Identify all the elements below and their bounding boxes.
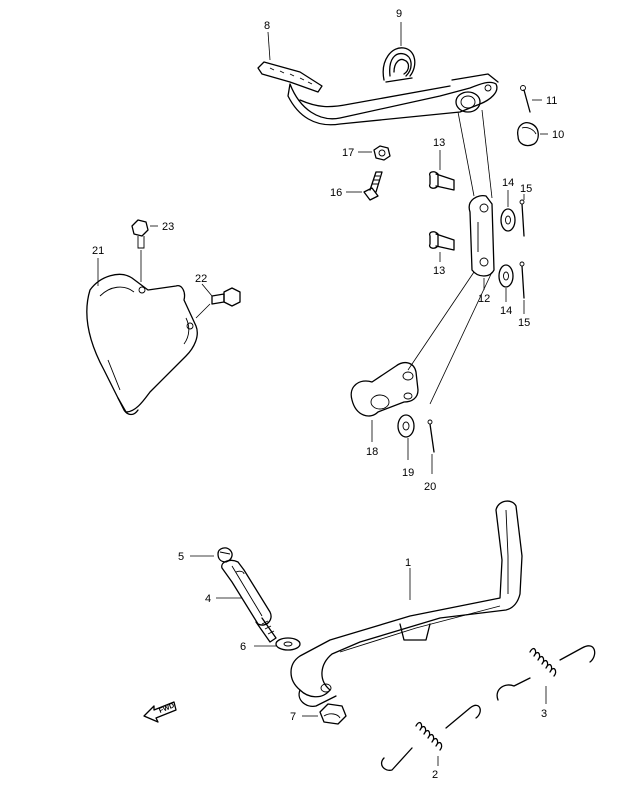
callout-7: 7 (290, 711, 296, 723)
part-6-washer (275, 637, 301, 651)
callout-9: 9 (396, 8, 402, 20)
callout-15-upper: 15 (520, 183, 532, 195)
callout-20: 20 (424, 481, 436, 493)
callout-5: 5 (178, 551, 184, 563)
callout-17: 17 (342, 147, 354, 159)
part-15-cotter-pin-lower (519, 261, 525, 299)
part-14-washer-upper (500, 208, 516, 232)
part-18-lever (350, 361, 419, 417)
callout-6: 6 (240, 641, 246, 653)
callout-10: 10 (552, 129, 564, 141)
part-7-nut (319, 703, 347, 725)
part-11-cotter-pin (520, 85, 531, 113)
callout-4: 4 (205, 593, 211, 605)
part-13-pin-lower (428, 231, 455, 251)
callout-2: 2 (432, 769, 438, 781)
brake-pedal-arm (287, 73, 499, 126)
part-1-side-stand (290, 500, 523, 707)
part-8-brake-pedal-tip (257, 61, 323, 93)
part-15-cotter-pin-upper (519, 199, 525, 237)
callout-13-lower: 13 (433, 265, 445, 277)
part-20-cotter-pin (427, 419, 435, 453)
callout-22: 22 (195, 273, 207, 285)
part-14-washer-lower (498, 264, 514, 288)
part-16-bolt (363, 171, 383, 201)
part-13-pin-upper (428, 171, 455, 191)
callout-14-upper: 14 (502, 177, 514, 189)
callout-13-upper: 13 (433, 137, 445, 149)
callout-11: 11 (546, 95, 557, 107)
part-9-spring (382, 47, 416, 83)
part-17-nut (373, 145, 391, 161)
callout-18: 18 (366, 446, 378, 458)
callout-23: 23 (162, 221, 174, 233)
part-3-spring (496, 645, 596, 701)
callout-19: 19 (402, 467, 414, 479)
assembly-guide-lines (407, 109, 493, 405)
callout-12: 12 (478, 293, 490, 305)
callout-14-lower: 14 (500, 305, 512, 317)
callout-8: 8 (264, 20, 270, 32)
part-2-spring (380, 704, 481, 771)
callout-3: 3 (541, 708, 547, 720)
part-4-pivot-bolt (221, 559, 277, 643)
callout-15-lower: 15 (518, 317, 530, 329)
part-10-cap (517, 122, 539, 147)
part-5-cap (217, 547, 233, 563)
callout-1: 1 (405, 557, 411, 569)
part-12-link (468, 194, 495, 277)
part-22-bolt (211, 287, 241, 307)
part-23-screw (131, 219, 149, 249)
part-19-washer (397, 414, 415, 438)
callout-21: 21 (92, 245, 104, 257)
callout-16: 16 (330, 187, 342, 199)
forward-direction-arrow-icon: FWD (143, 701, 177, 723)
part-21-heel-guard (86, 273, 198, 416)
